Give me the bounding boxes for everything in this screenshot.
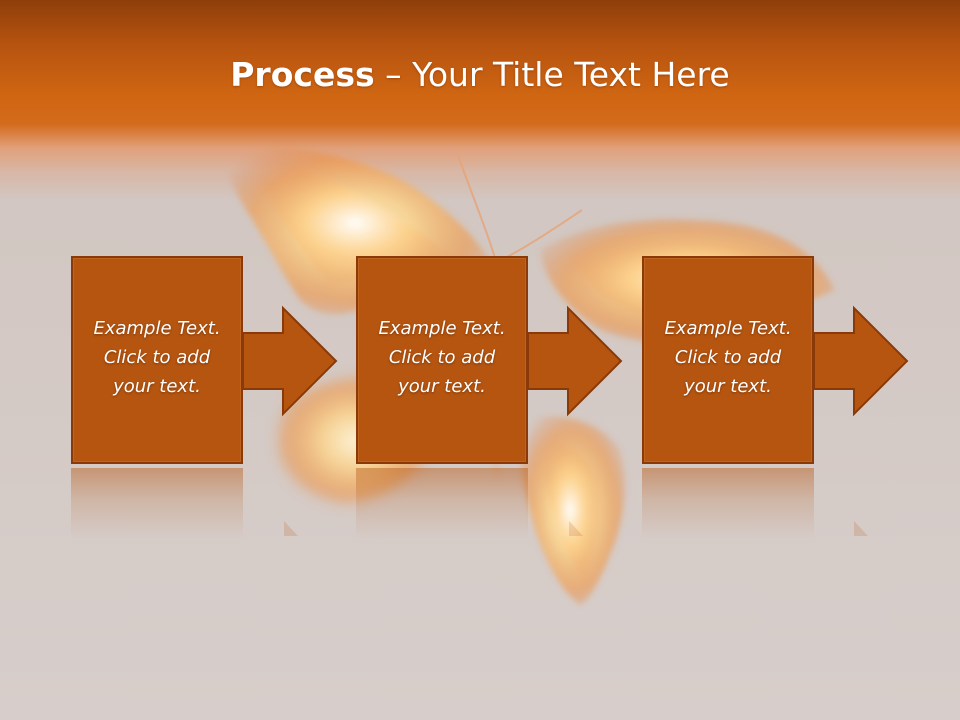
slide-title-rest: – Your Title Text Here xyxy=(374,55,730,94)
right-arrow-icon xyxy=(242,305,338,417)
arrow-reflection xyxy=(854,521,868,536)
process-step-3[interactable]: Example Text. Click to add your text. xyxy=(642,256,909,466)
step-3-reflection xyxy=(642,468,814,538)
step-3-box[interactable]: Example Text. Click to add your text. xyxy=(642,256,814,464)
step-2-box[interactable]: Example Text. Click to add your text. xyxy=(356,256,528,464)
slide-title-bold: Process xyxy=(230,55,375,94)
arrow-reflection xyxy=(569,521,583,536)
step-1-text[interactable]: Example Text. Click to add your text. xyxy=(93,318,221,397)
process-step-1[interactable]: Example Text. Click to add your text. xyxy=(71,256,338,466)
slide-title[interactable]: Process – Your Title Text Here xyxy=(0,52,960,98)
right-arrow-icon xyxy=(813,305,909,417)
step-3-text[interactable]: Example Text. Click to add your text. xyxy=(664,318,792,397)
arrow-reflection xyxy=(284,521,298,536)
process-step-2[interactable]: Example Text. Click to add your text. xyxy=(356,256,623,466)
step-1-reflection xyxy=(71,468,243,538)
right-arrow-icon xyxy=(527,305,623,417)
step-2-reflection xyxy=(356,468,528,538)
step-1-box[interactable]: Example Text. Click to add your text. xyxy=(71,256,243,464)
header-band xyxy=(0,0,960,200)
step-2-text[interactable]: Example Text. Click to add your text. xyxy=(378,318,506,397)
